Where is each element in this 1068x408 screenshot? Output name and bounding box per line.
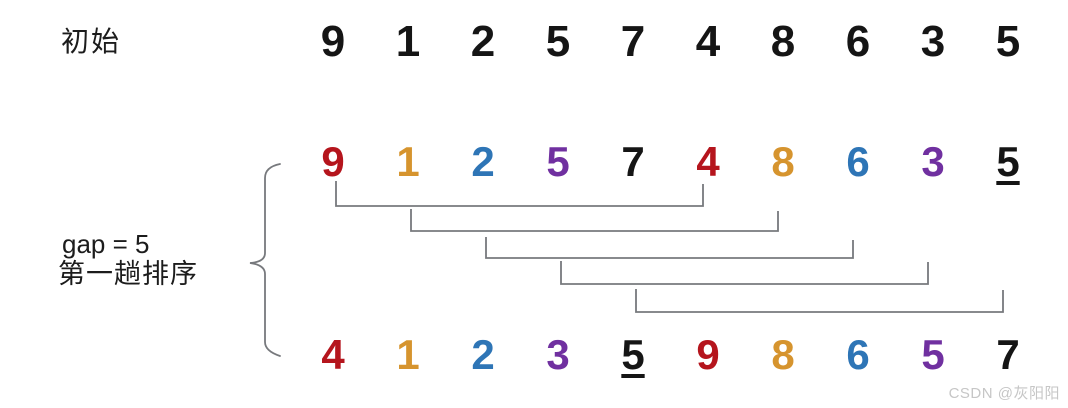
number-pass-after-8: 5 bbox=[921, 331, 945, 378]
number-initial-9: 5 bbox=[995, 17, 1021, 66]
number-initial-2: 2 bbox=[470, 17, 496, 66]
number-pass-before-9: 5 bbox=[996, 138, 1020, 185]
number-initial-4: 7 bbox=[620, 17, 646, 66]
number-pass-after-5: 9 bbox=[696, 331, 720, 378]
gap-value-label: gap = 5 bbox=[62, 229, 150, 259]
initial-label: 初始 bbox=[61, 26, 122, 57]
number-pass-after-6: 8 bbox=[771, 331, 795, 378]
number-pass-before-7: 6 bbox=[846, 138, 870, 185]
number-pass-after-3: 3 bbox=[546, 331, 570, 378]
left-brace bbox=[249, 163, 281, 357]
number-initial-0: 9 bbox=[320, 17, 346, 66]
number-initial-5: 4 bbox=[695, 17, 721, 66]
number-pass-before-3: 5 bbox=[546, 138, 570, 185]
number-pass-before-4: 7 bbox=[621, 138, 645, 185]
number-pass-before-1: 1 bbox=[396, 138, 420, 185]
number-pass-before-2: 2 bbox=[471, 138, 495, 185]
number-pass-after-1: 1 bbox=[396, 331, 420, 378]
number-pass-after-4: 5 bbox=[621, 331, 645, 378]
gap-connector-4-9 bbox=[635, 289, 1004, 313]
number-pass-after-7: 6 bbox=[846, 331, 870, 378]
number-initial-8: 3 bbox=[920, 17, 946, 66]
number-pass-after-9: 7 bbox=[996, 331, 1020, 378]
number-pass-before-5: 4 bbox=[696, 138, 720, 185]
first-pass-label: 第一趟排序 bbox=[58, 259, 198, 289]
gap-connector-2-7 bbox=[485, 237, 854, 259]
gap-connector-3-8 bbox=[560, 261, 929, 285]
number-pass-after-2: 2 bbox=[471, 331, 495, 378]
gap-connector-1-6 bbox=[410, 209, 779, 232]
number-pass-before-6: 8 bbox=[771, 138, 795, 185]
number-initial-1: 1 bbox=[395, 17, 421, 66]
number-pass-before-0: 9 bbox=[321, 138, 345, 185]
number-initial-3: 5 bbox=[545, 17, 571, 66]
watermark: CSDN @灰阳阳 bbox=[948, 385, 1060, 402]
number-initial-7: 6 bbox=[845, 17, 871, 66]
gap-connector-0-5 bbox=[335, 181, 704, 207]
number-initial-6: 8 bbox=[770, 17, 796, 66]
number-pass-after-0: 4 bbox=[321, 331, 345, 378]
number-pass-before-8: 3 bbox=[921, 138, 945, 185]
